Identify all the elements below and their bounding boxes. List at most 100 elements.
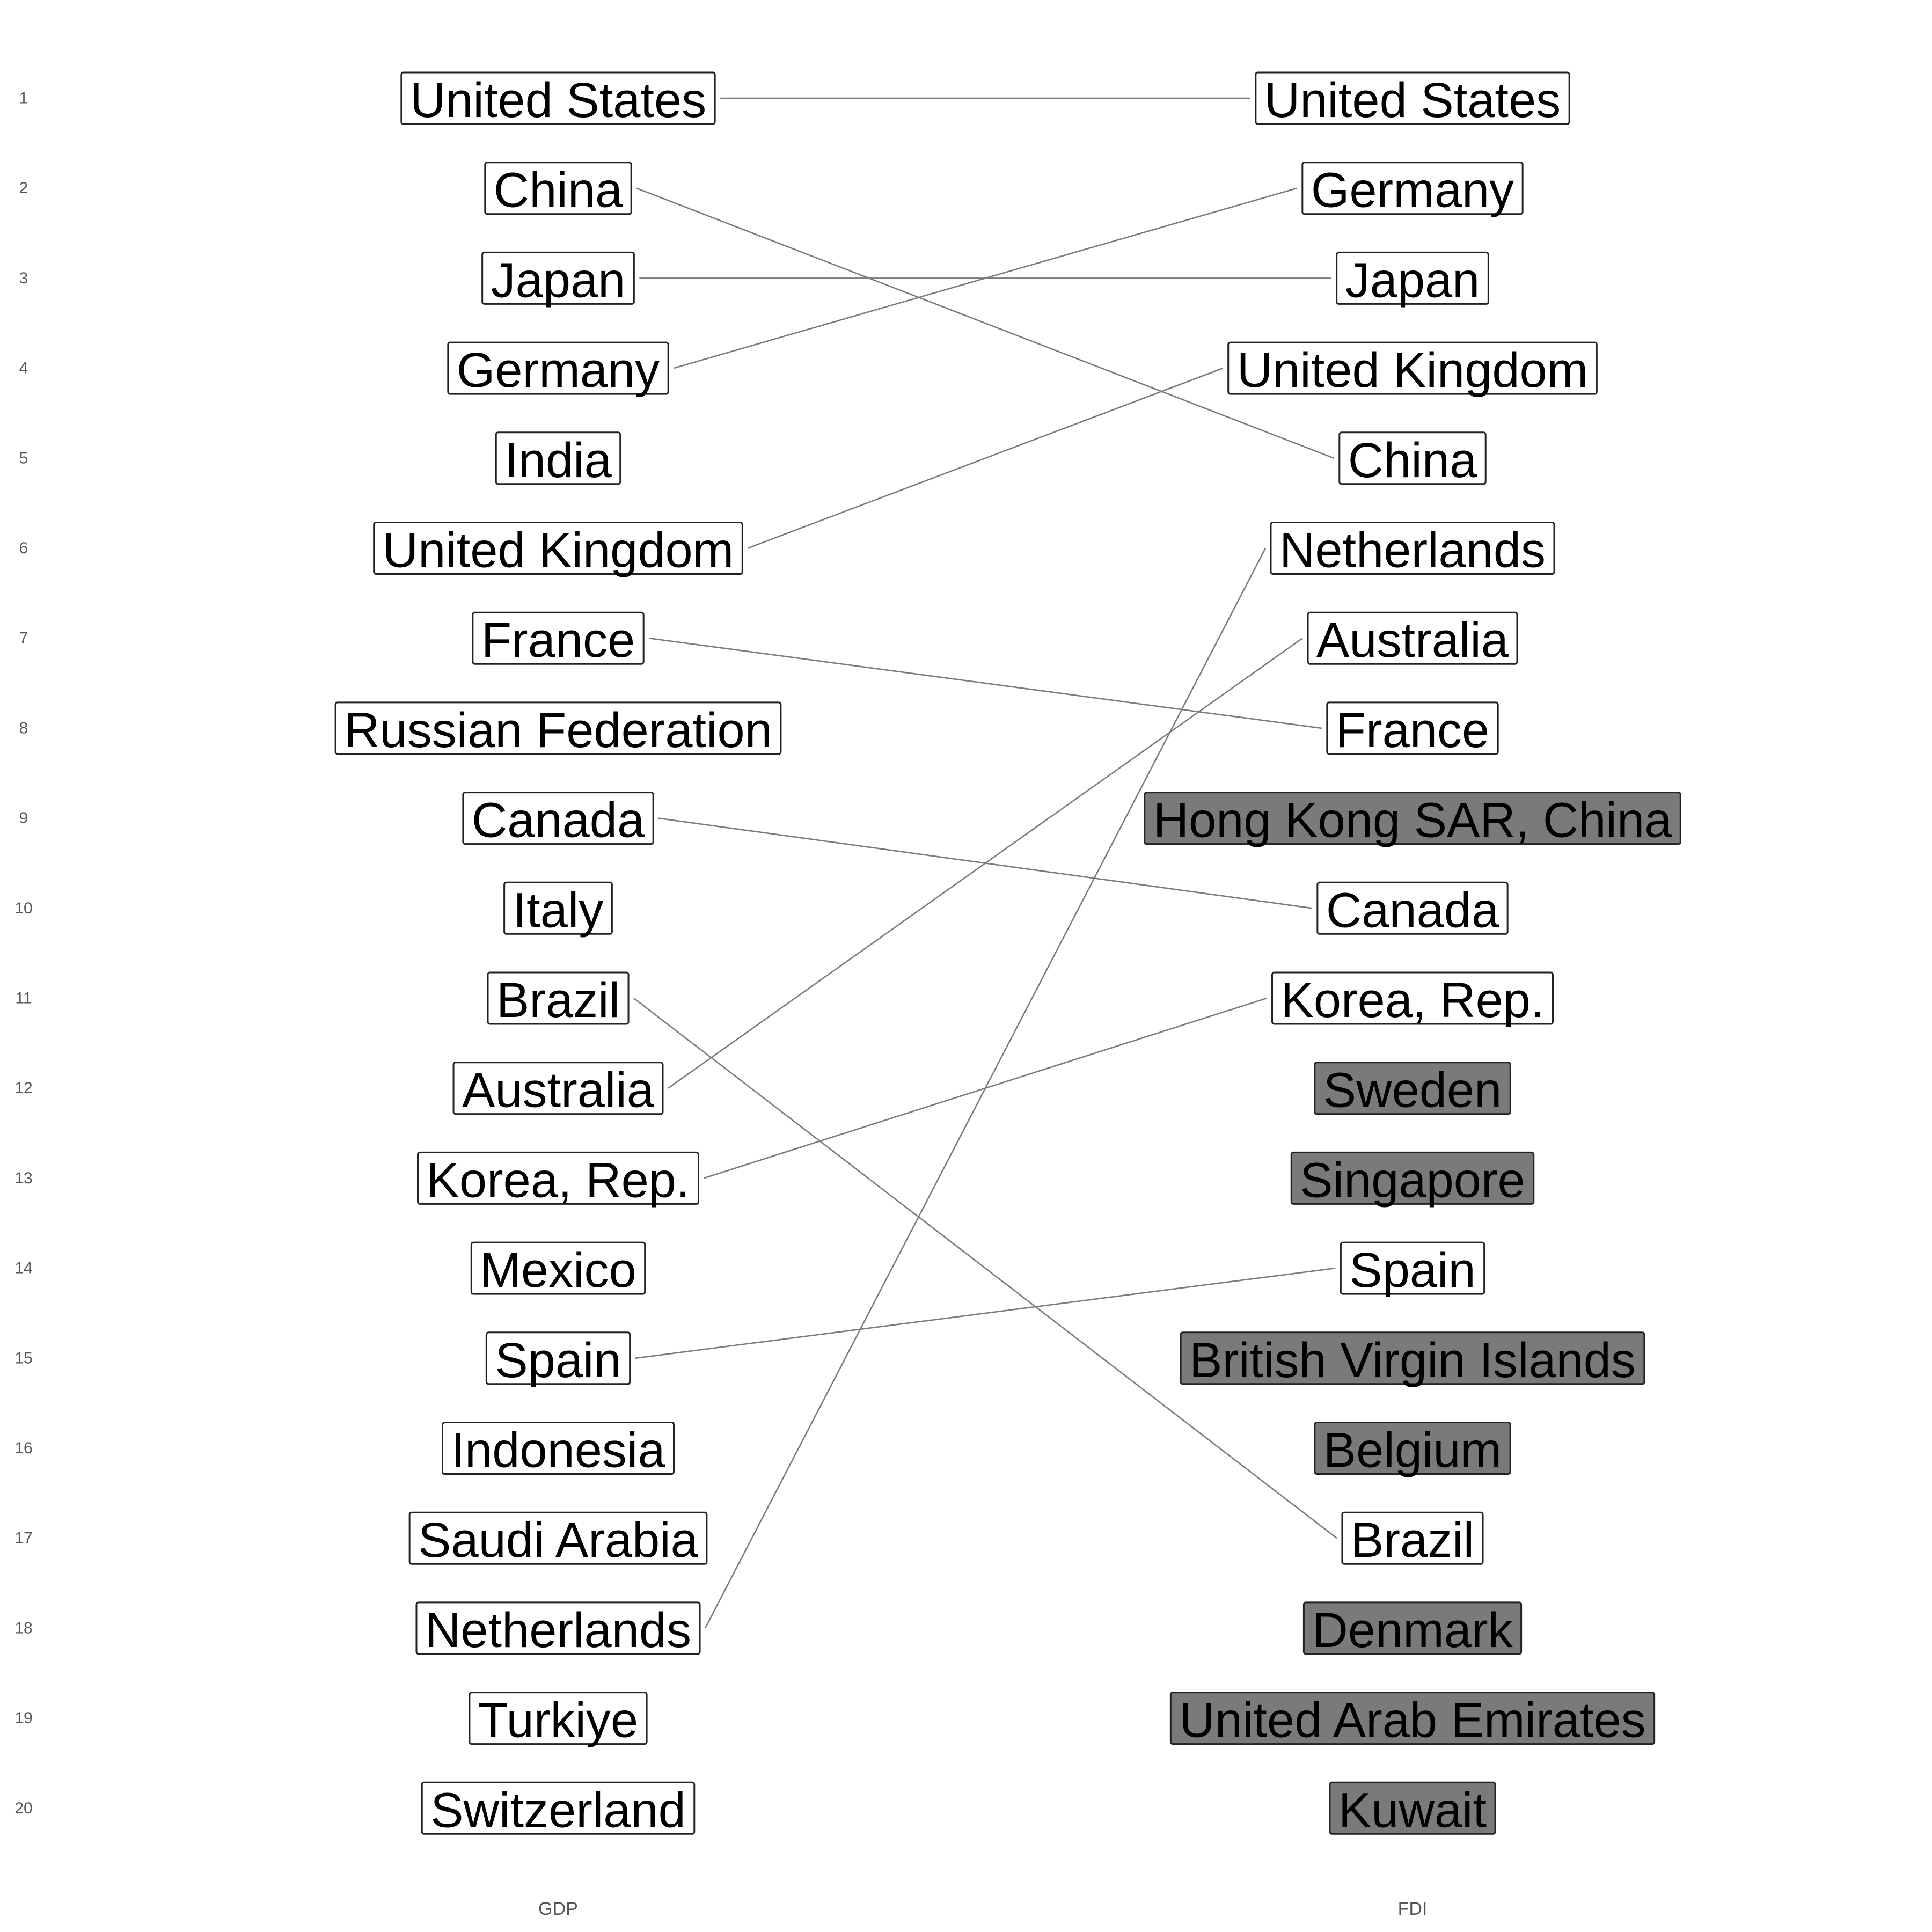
fdi-label-text: Brazil xyxy=(1351,1513,1474,1568)
fdi-label-japan: Japan xyxy=(1336,251,1489,308)
rank-tick-label: 4 xyxy=(19,360,28,377)
gdp-label-box xyxy=(421,1781,696,1835)
gdp-label-saudi-arabia: Saudi Arabia xyxy=(408,1511,708,1568)
rank-tick-label: 10 xyxy=(14,899,32,917)
gdp-label-box xyxy=(495,431,621,485)
gdp-label-text: Italy xyxy=(513,883,604,938)
gdp-label-box xyxy=(417,1151,699,1205)
rank-tick-label: 7 xyxy=(19,630,28,647)
gdp-label-box xyxy=(484,162,632,215)
fdi-label-box xyxy=(1271,971,1554,1025)
gdp-label-switzerland: Switzerland xyxy=(421,1781,696,1838)
gdp-label-text: Korea, Rep. xyxy=(427,1153,690,1208)
gdp-label-korea-rep: Korea, Rep. xyxy=(417,1151,699,1208)
fdi-label-germany: Germany xyxy=(1301,162,1524,218)
gdp-label-box xyxy=(503,881,613,935)
fdi-label-text: Korea, Rep. xyxy=(1281,973,1545,1028)
fdi-label-brazil: Brazil xyxy=(1341,1511,1484,1568)
fdi-label-text: British Virgin Islands xyxy=(1189,1333,1636,1388)
gdp-label-australia: Australia xyxy=(452,1062,664,1118)
gdp-label-china: China xyxy=(484,162,632,218)
gdp-label-box xyxy=(485,1331,631,1385)
gdp-label-text: Germany xyxy=(457,343,660,398)
fdi-label-spain: Spain xyxy=(1340,1241,1485,1298)
gdp-label-box xyxy=(373,522,743,575)
fdi-label-box xyxy=(1338,431,1487,485)
rank-tick-label: 14 xyxy=(14,1260,32,1277)
gdp-label-text: Saudi Arabia xyxy=(418,1513,699,1568)
fdi-label-box xyxy=(1316,881,1509,935)
fdi-label-british-virgin-islands: British Virgin Islands xyxy=(1180,1331,1645,1388)
gdp-label-box xyxy=(334,701,782,755)
gdp-label-box xyxy=(481,251,635,305)
fdi-label-text: Denmark xyxy=(1312,1603,1513,1658)
rank-tick-label: 19 xyxy=(14,1709,32,1727)
rank-tick-label: 6 xyxy=(19,539,28,557)
fdi-label-box xyxy=(1307,611,1518,665)
gdp-label-box xyxy=(469,1692,648,1745)
gdp-label-text: Netherlands xyxy=(425,1603,691,1658)
fdi-label-box xyxy=(1270,522,1555,575)
fdi-label-text: Singapore xyxy=(1300,1153,1525,1208)
fdi-label-canada: Canada xyxy=(1316,881,1509,938)
fdi-label-text: Australia xyxy=(1316,613,1509,668)
fdi-label-china: China xyxy=(1338,431,1487,488)
fdi-label-hong-kong-sar-china: Hong Kong SAR, China xyxy=(1144,792,1681,848)
gdp-label-canada: Canada xyxy=(462,792,654,848)
fdi-label-box xyxy=(1314,1062,1511,1115)
fdi-label-singapore: Singapore xyxy=(1290,1151,1535,1208)
gdp-label-india: India xyxy=(495,431,621,488)
rank-tick-label: 8 xyxy=(19,719,28,737)
gdp-label-box xyxy=(470,1241,646,1295)
fdi-label-box xyxy=(1227,341,1598,395)
fdi-label-united-states: United States xyxy=(1255,71,1570,128)
gdp-label-text: Canada xyxy=(472,793,645,848)
gdp-label-text: India xyxy=(504,433,612,488)
gdp-label-box xyxy=(487,971,630,1025)
rank-tick-label: 15 xyxy=(14,1349,32,1367)
gdp-label-text: France xyxy=(481,613,635,668)
connector-australia xyxy=(668,638,1303,1089)
fdi-column-label: FDI xyxy=(1398,1899,1428,1919)
gdp-label-netherlands: Netherlands xyxy=(415,1601,701,1658)
rank-tick-label: 3 xyxy=(19,269,28,287)
fdi-label-text: United Arab Emirates xyxy=(1179,1693,1645,1748)
fdi-label-box xyxy=(1329,1781,1496,1835)
gdp-label-box xyxy=(442,1422,675,1475)
fdi-label-box xyxy=(1255,71,1570,125)
connector-china xyxy=(636,187,1335,459)
connector-spain xyxy=(635,1267,1336,1359)
rank-tick-label: 18 xyxy=(14,1619,32,1637)
fdi-label-belgium: Belgium xyxy=(1314,1422,1511,1478)
rank-tick-label: 5 xyxy=(19,449,28,467)
rank-tick-label: 12 xyxy=(14,1079,32,1097)
fdi-label-text: Spain xyxy=(1349,1243,1475,1298)
gdp-label-france: France xyxy=(472,611,645,668)
gdp-label-text: Japan xyxy=(491,253,626,308)
fdi-label-australia: Australia xyxy=(1307,611,1518,668)
fdi-label-box xyxy=(1336,251,1489,305)
fdi-label-box xyxy=(1144,792,1681,845)
fdi-label-text: Netherlands xyxy=(1279,523,1546,578)
fdi-label-text: Canada xyxy=(1326,883,1499,938)
rank-tick-label: 2 xyxy=(19,179,28,197)
gdp-label-mexico: Mexico xyxy=(470,1241,646,1298)
fdi-label-box xyxy=(1326,701,1499,755)
fdi-label-korea-rep: Korea, Rep. xyxy=(1271,971,1554,1028)
fdi-label-box xyxy=(1314,1422,1511,1475)
rank-tick-label: 9 xyxy=(19,809,28,827)
gdp-label-text: United Kingdom xyxy=(383,523,734,578)
fdi-label-box xyxy=(1341,1511,1484,1565)
connector-lines xyxy=(633,97,1337,1629)
gdp-label-japan: Japan xyxy=(481,251,635,308)
gdp-label-box xyxy=(408,1511,708,1565)
gdp-label-box xyxy=(452,1062,664,1115)
gdp-label-text: Brazil xyxy=(496,973,620,1028)
fdi-label-box xyxy=(1302,1601,1523,1655)
fdi-label-text: Kuwait xyxy=(1338,1783,1487,1838)
rank-tick-label: 16 xyxy=(14,1439,32,1457)
connector-netherlands xyxy=(704,547,1267,1629)
gdp-label-united-states: United States xyxy=(400,71,716,128)
